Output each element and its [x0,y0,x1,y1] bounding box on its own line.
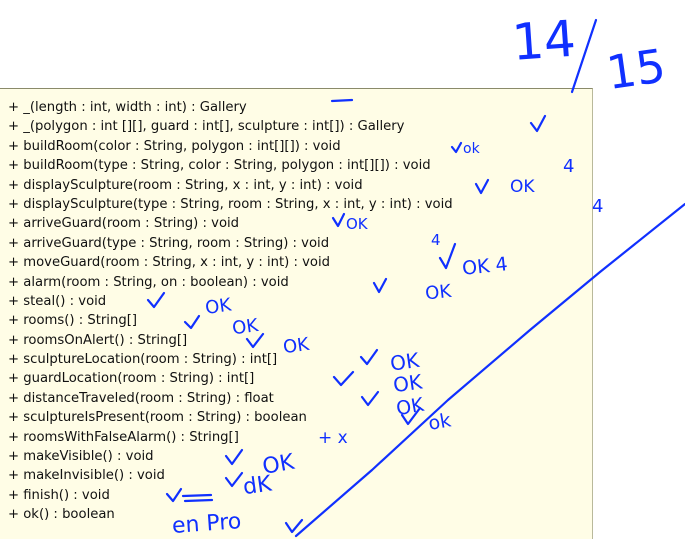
method-item: + finish() : void [8,487,110,503]
method-item: + _(length : int, width : int) : Gallery [8,100,247,115]
grade-total: 15 [603,38,668,100]
method-item: + buildRoom(color : String, polygon : in… [8,138,341,154]
method-item: + steal() : void [8,293,107,309]
method-item: + roomsWithFalseAlarm() : String[] [8,429,239,445]
method-item: + makeVisible() : void [8,449,154,465]
method-item: + displaySculpture(room : String, x : in… [8,177,363,193]
method-item: + makeInvisible() : void [8,468,165,484]
method-item: + ok() : boolean [8,507,115,523]
annotation-four: 4 [592,196,603,217]
method-item: + rooms() : String[] [8,313,137,329]
grade-slash [570,18,598,94]
method-list: + _(length : int, width : int) : Gallery… [8,98,453,525]
method-item: + arriveGuard(room : String) : void [8,216,240,232]
grade-score: 14 [510,10,578,72]
method-item: + alarm(room : String, on : boolean) : v… [8,274,289,290]
method-item: + distanceTraveled(room : String) : floa… [8,390,274,406]
uml-methods-panel: + _(length : int, width : int) : Gallery… [0,88,593,539]
method-item: + displaySculpture(type : String, room :… [8,196,453,212]
method-item: + moveGuard(room : String, x : int, y : … [8,255,331,271]
method-item: + sculptureLocation(room : String) : int… [8,352,278,368]
method-item: + buildRoom(type : String, color : Strin… [8,158,431,174]
method-item: + arriveGuard(type : String, room : Stri… [8,235,330,251]
method-item: + guardLocation(room : String) : int[] [8,371,255,387]
method-item: + sculptureIsPresent(room : String) : bo… [8,410,307,426]
method-item: + roomsOnAlert() : String[] [8,332,188,348]
method-item: + _(polygon : int [][], guard : int[], s… [8,119,405,135]
